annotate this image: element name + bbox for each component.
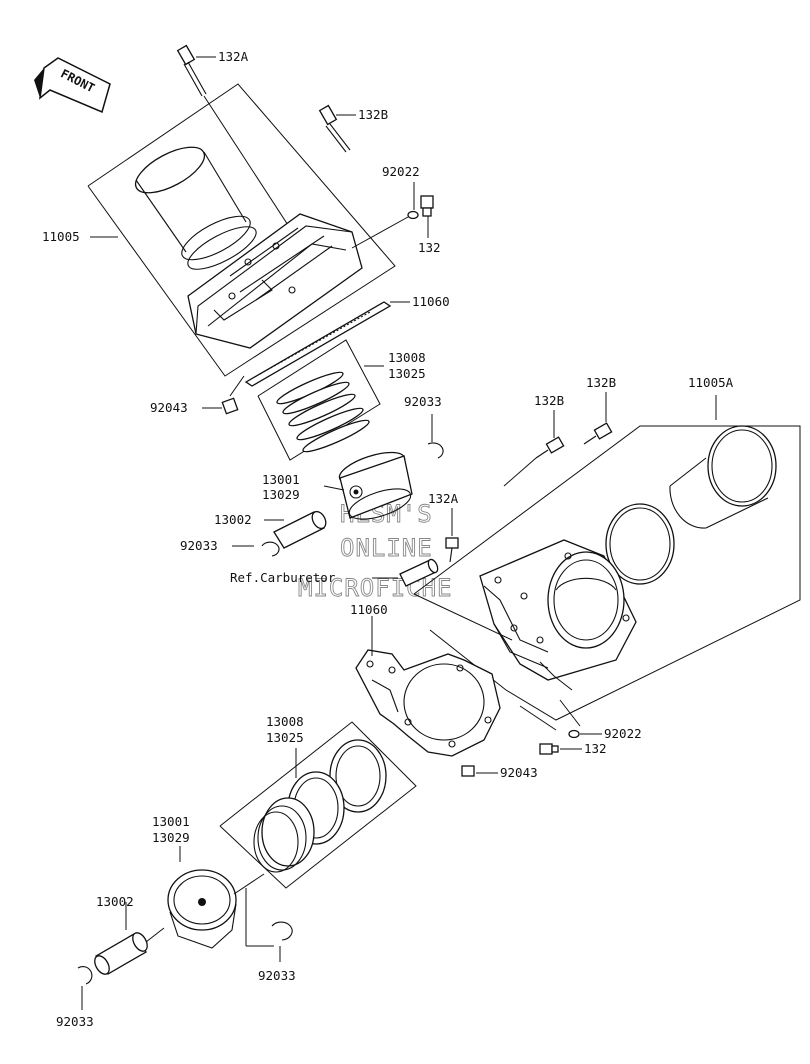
- callout-92022-top: 92022: [382, 164, 420, 179]
- piston-pin-lower-icon: [94, 902, 165, 975]
- bolt-132b-mid-icon: [503, 436, 565, 487]
- callout-11005a: 11005A: [688, 375, 734, 390]
- callout-13001-bottom: 13001: [152, 814, 190, 829]
- callout-132-top: 132: [418, 240, 441, 255]
- watermark-line-2: ONLINE: [340, 534, 433, 562]
- carburetor-tube-icon: [399, 558, 439, 587]
- cylinder-liner-lower-icon: [605, 425, 777, 585]
- piston-pin-upper-icon: [264, 510, 327, 549]
- washer-92022-lower-icon: [568, 729, 580, 739]
- callout-13008-top: 13008: [388, 350, 426, 365]
- callout-92043-top: 92043: [150, 400, 188, 415]
- callout-13008-bottom: 13008: [266, 714, 304, 729]
- callout-13002-bottom: 13002: [96, 894, 134, 909]
- circlip-92033-lower-left-icon: [77, 966, 93, 985]
- callout-13002-top: 13002: [214, 512, 252, 527]
- callout-11060-bottom: 11060: [350, 602, 388, 617]
- bolt-132b-right-icon: [583, 422, 613, 445]
- callout-92022-bottom: 92022: [604, 726, 642, 741]
- callout-13025-top: 13025: [388, 366, 426, 381]
- callout-132b-top: 132B: [358, 107, 388, 122]
- rings-upper-bracket: [257, 339, 384, 461]
- callout-92033-bottom-left: 92033: [56, 1014, 94, 1029]
- callout-132a-mid: 132A: [428, 491, 459, 506]
- callout-92033-bottom-right: 92033: [258, 968, 296, 983]
- piston-lower-icon: [167, 846, 265, 949]
- circlip-92033-upper-right-icon: [427, 442, 444, 459]
- front-arrow-icon: FRONT: [34, 57, 111, 114]
- bolt-132-lower-icon: [539, 743, 559, 755]
- piston-rings-upper-icon: [276, 371, 370, 453]
- callout-11060-top: 11060: [412, 294, 450, 309]
- piston-upper-icon: [323, 451, 413, 520]
- callout-13029-bottom: 13029: [152, 830, 190, 845]
- callout-13025-bottom: 13025: [266, 730, 304, 745]
- callout-132b-right: 132B: [586, 375, 616, 390]
- ref-carburetor-label: Ref.Carburetor: [230, 570, 336, 585]
- callout-132a-top: 132A: [218, 49, 249, 64]
- callout-11005: 11005: [42, 229, 80, 244]
- callout-13001-top: 13001: [262, 472, 300, 487]
- circlip-92033-lower-right-icon: [245, 888, 293, 947]
- washer-92022-top-icon: [351, 210, 419, 249]
- cylinder-11005-bracket: [87, 83, 396, 377]
- piston-rings-lower-icon: [253, 739, 387, 873]
- callout-92043-bottom: 92043: [500, 765, 538, 780]
- cylinder-lower-icon: [479, 539, 637, 691]
- gasket-11060-upper-icon: [244, 301, 392, 387]
- callout-92033-upper-left: 92033: [180, 538, 218, 553]
- circlip-92033-upper-left-icon: [261, 541, 280, 557]
- dowel-92043-lower-icon: [461, 765, 475, 777]
- bolt-132b-top-icon: [318, 104, 351, 153]
- bolt-132-top-icon: [420, 195, 434, 217]
- callout-13029-top: 13029: [262, 487, 300, 502]
- gasket-11060-lower-icon: [355, 649, 501, 757]
- dowel-92043-top-icon: [221, 375, 245, 415]
- bolt-132a-mid-icon: [445, 537, 459, 563]
- callout-132-bottom: 132: [584, 741, 607, 756]
- cylinder-upper-icon: [187, 213, 363, 349]
- callout-132b-mid: 132B: [534, 393, 564, 408]
- callout-92033-upper-right: 92033: [404, 394, 442, 409]
- cylinder-11005a-bracket: [413, 395, 801, 721]
- cylinder-liner-upper-icon: [134, 146, 257, 270]
